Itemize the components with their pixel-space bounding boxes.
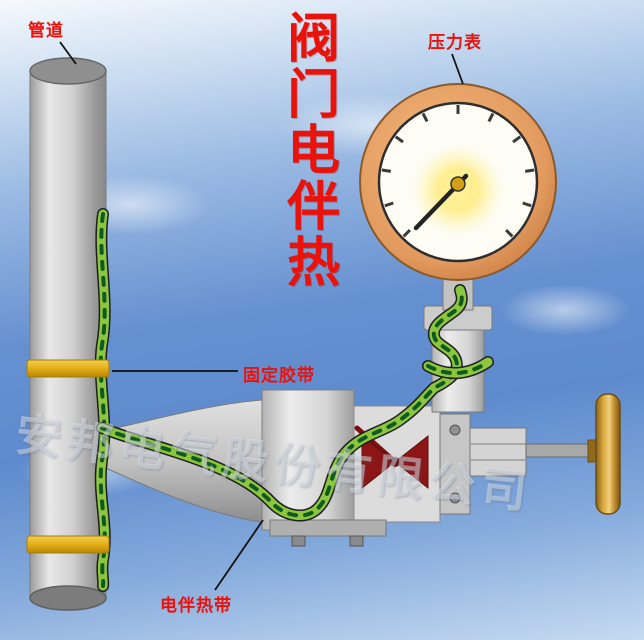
pressure-gauge (359, 83, 557, 281)
heat-tracing-cable-pipe-run (94, 208, 111, 592)
valve-hex-nut (469, 427, 527, 477)
pipe-top-cap (29, 57, 107, 85)
heat-tracing-cable-valve-branch (96, 284, 494, 522)
pipe-leader-line (59, 41, 77, 65)
gauge-ticks (381, 105, 535, 238)
gauge-leader-line (451, 53, 464, 85)
valve-stem-rod (525, 443, 599, 458)
fixing-tape-bands (26, 359, 110, 554)
pipe (29, 57, 107, 611)
fixing-tape-band-upper (26, 359, 110, 378)
gauge-needle-hub (450, 176, 466, 192)
leader-lines (59, 41, 464, 591)
cable-leader-line (214, 519, 264, 591)
fixing-tape-label: 固定胶带 (243, 366, 315, 385)
pipe-bottom-cap (29, 585, 107, 611)
pressure-gauge-label: 压力表 (428, 33, 482, 52)
pipe-label: 管道 (28, 21, 64, 40)
valve-bottom-flange (269, 519, 387, 537)
page-title: 阀门电伴热 (279, 10, 339, 290)
heat-tracing-cable-label: 电伴热带 (160, 596, 232, 615)
valve-handle (595, 393, 621, 515)
fixing-tape-band-lower (26, 535, 110, 554)
